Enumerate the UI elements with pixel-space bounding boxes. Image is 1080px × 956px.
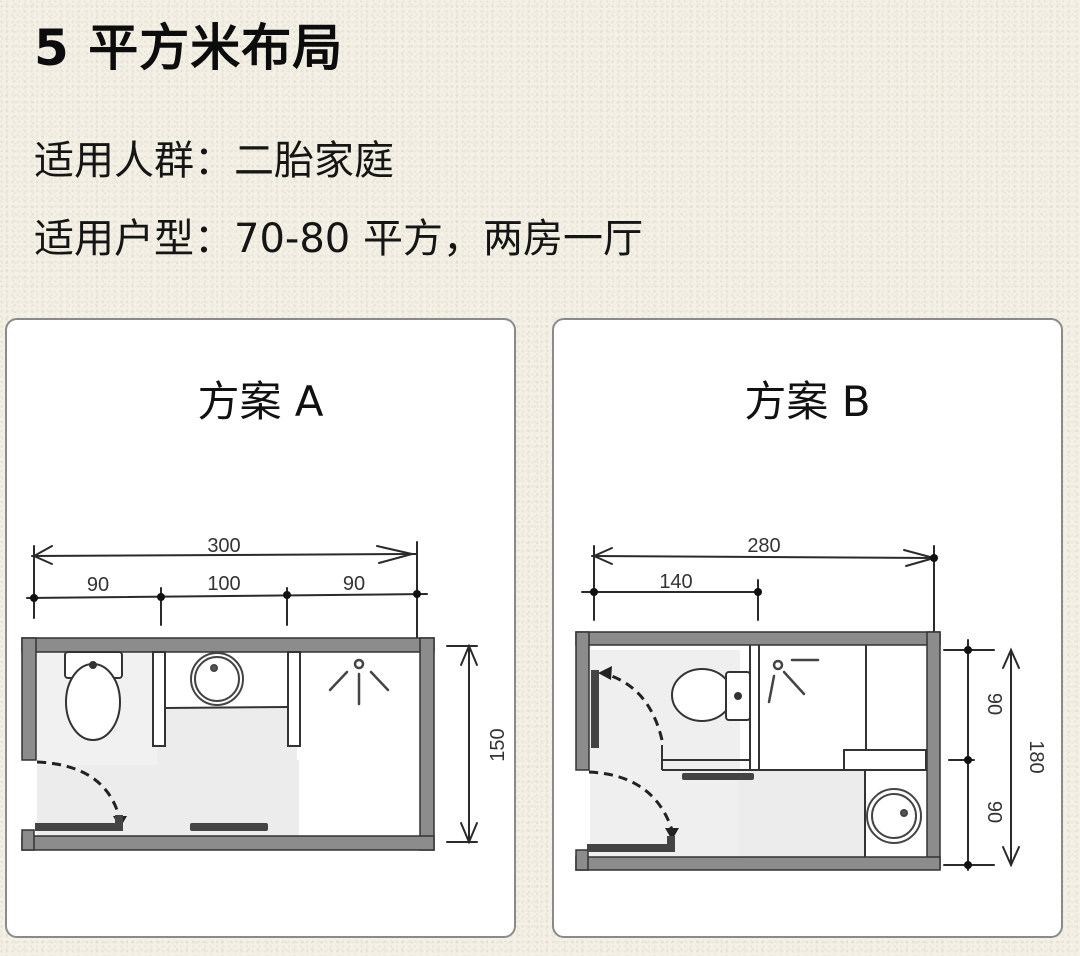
dim-total-depth: 180 [1025, 740, 1047, 773]
shower-icon [328, 658, 390, 706]
unit-type-value: 70-80 平方，两房一厅 [234, 216, 643, 262]
dim-segment-2: 100 [207, 573, 240, 595]
dim-segment-1: 90 [87, 574, 109, 596]
plan-b-title: 方案 B [744, 377, 871, 426]
target-group-line: 适用人群：二胎家庭 [34, 128, 394, 186]
dimension-line-total-width [31, 541, 418, 639]
target-group-value: 二胎家庭 [234, 138, 394, 184]
dim-depth: 150 [487, 728, 509, 761]
dim-total-width: 280 [747, 535, 780, 557]
dim-segment-3: 90 [343, 573, 365, 595]
dim-total-width: 300 [207, 535, 240, 557]
plan-a-card: 方案 A 300 90 [5, 318, 516, 938]
sink-icon [190, 652, 244, 706]
floor-drain-icon [190, 823, 268, 831]
door-icon [587, 844, 675, 852]
plan-a-title: 方案 A [197, 377, 324, 426]
door-swing-icon [588, 770, 674, 831]
unit-type-label: 适用户型： [34, 216, 234, 262]
page-title: 5 平方米布局 [34, 19, 344, 77]
unit-type-line: 适用户型：70-80 平方，两房一厅 [34, 206, 643, 264]
dim-depth-segment-2: 90 [983, 801, 1005, 823]
wall-outline [575, 631, 941, 871]
dim-depth-segment-1: 90 [983, 693, 1005, 715]
door-swing-icon [36, 760, 122, 821]
door-icon [35, 823, 123, 831]
target-group-label: 适用人群： [34, 138, 234, 184]
door-icon [591, 670, 599, 748]
floor-drain-icon [682, 773, 754, 780]
wall-outline [21, 637, 435, 851]
plan-a-floorplan-diagram: 300 90 100 90 [21, 535, 509, 851]
plan-b-card: 方案 B 280 140 [552, 318, 1063, 938]
toilet-icon [64, 651, 123, 741]
shower-icon [767, 658, 820, 704]
sink-icon [866, 788, 922, 844]
toilet-icon [671, 668, 751, 722]
plan-b-floorplan-diagram: 280 140 [575, 535, 1047, 871]
dim-segment: 140 [659, 571, 692, 593]
door-swing-icon [601, 671, 664, 741]
